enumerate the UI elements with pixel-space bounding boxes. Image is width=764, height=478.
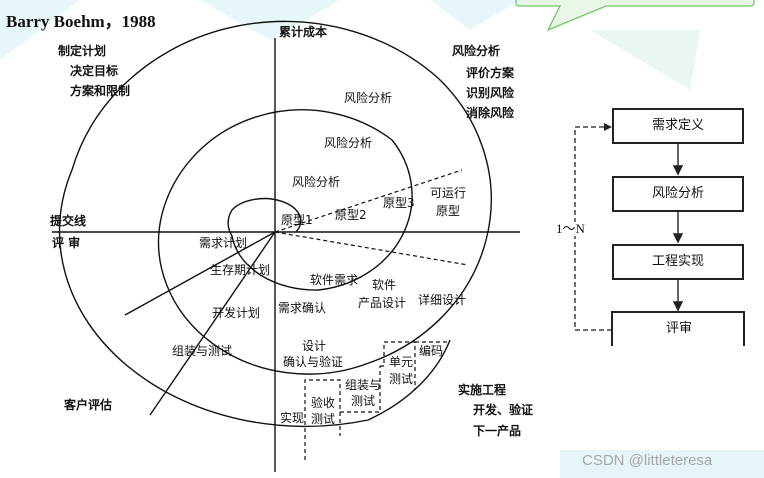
plan-label-requirements: 需求计划	[199, 236, 248, 250]
quadrant-label-alternatives: 方案和限制	[70, 84, 131, 98]
csdn-watermark: CSDN @littleteresa	[582, 452, 713, 469]
operational-prototype-label-line1: 可运行	[430, 186, 467, 200]
quadrant-label-eliminate-risks: 消除风险	[466, 106, 515, 120]
engineering-label-validation-verification: 确认与验证	[283, 355, 344, 369]
engineering-label-design: 设计	[302, 339, 327, 353]
callout-bubble	[515, 0, 755, 32]
code-test-label-acceptance-line2: 测试	[311, 412, 336, 426]
flowchart-step-risk-analysis: 风险分析	[612, 176, 744, 212]
flowchart-loop-label: 1～N	[556, 221, 585, 236]
quadrant-label-planning: 制定计划	[58, 44, 107, 58]
quadrant-label-develop-verify: 开发、验证	[473, 403, 534, 417]
flowchart-step-engineering: 工程实现	[612, 244, 744, 280]
quadrant-label-risk-analysis: 风险分析	[452, 44, 501, 58]
code-test-label-implement: 实现	[280, 411, 305, 425]
quadrant-label-evaluate: 评价方案	[466, 66, 515, 80]
prototype-2-label: 原型2	[335, 208, 367, 222]
risk-analysis-label-outer: 风险分析	[344, 91, 393, 105]
code-test-label-acceptance-line1: 验收	[311, 396, 336, 410]
quadrant-label-engineering: 实施工程	[458, 383, 507, 397]
plan-label-integration-test: 组装与测试	[172, 344, 233, 358]
axis-label-review: 评 审	[52, 236, 81, 250]
axis-label-cumulative-cost: 累计成本	[279, 25, 328, 39]
quadrant-label-identify-risks: 识别风险	[466, 86, 515, 100]
risk-analysis-label-inner: 风险分析	[292, 175, 341, 189]
spiral-model-diagram	[52, 20, 520, 472]
code-test-label-integration-line2: 测试	[351, 394, 376, 408]
engineering-label-software: 软件	[372, 278, 397, 292]
spiral-curve	[58, 20, 492, 428]
author-year-title: Barry Boehm，1988	[6, 12, 156, 31]
prototype-3-label: 原型3	[383, 196, 415, 210]
flowchart-step-requirements: 需求定义	[612, 108, 744, 144]
engineering-label-software-requirements: 软件需求	[310, 273, 359, 287]
code-test-label-unit-line1: 单元	[389, 355, 414, 369]
engineering-label-requirements-validation: 需求确认	[278, 301, 327, 315]
operational-prototype-label-line2: 原型	[436, 204, 461, 218]
code-test-label-integration-line1: 组装与	[345, 378, 382, 392]
engineering-label-product-design: 产品设计	[358, 296, 407, 310]
flowchart-step-review: 评审	[666, 321, 693, 336]
quadrant-label-objectives: 决定目标	[70, 64, 119, 78]
quadrant-label-next-product: 下一产品	[473, 424, 522, 438]
code-test-label-coding: 编码	[419, 344, 444, 358]
plan-label-lifecycle: 生存期计划	[210, 263, 271, 277]
engineering-label-detailed-design: 详细设计	[418, 293, 467, 307]
risk-analysis-label-middle: 风险分析	[324, 136, 373, 150]
plan-label-development: 开发计划	[212, 306, 261, 320]
code-test-label-unit-line2: 测试	[389, 372, 414, 386]
axis-label-commit-line: 提交线	[50, 214, 87, 228]
prototype-1-label: 原型1	[281, 213, 313, 227]
quadrant-label-customer-evaluation: 客户评估	[64, 398, 113, 412]
